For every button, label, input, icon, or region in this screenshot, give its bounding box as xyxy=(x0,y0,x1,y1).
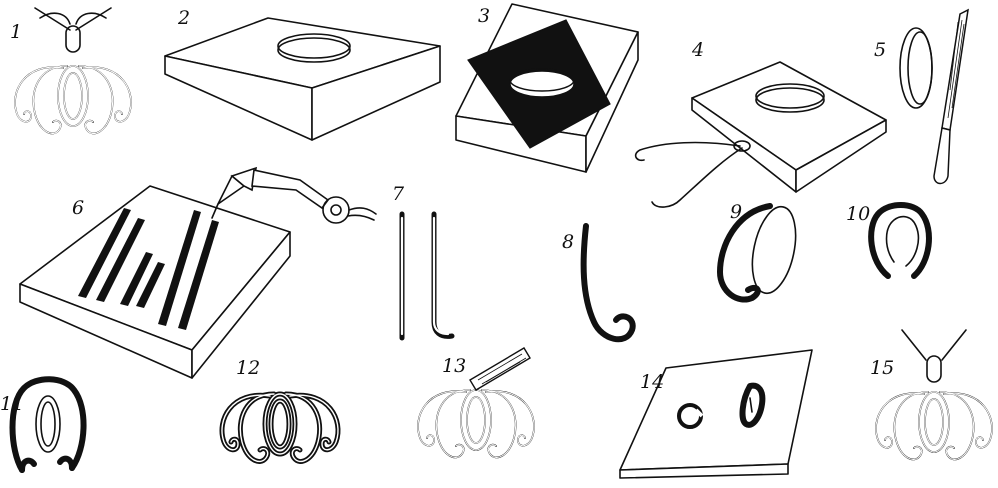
step-label: 12 xyxy=(236,357,260,379)
figure-12-assembled-pendant: 12 xyxy=(222,357,338,461)
step-label: 6 xyxy=(72,197,84,219)
step-label: 13 xyxy=(442,355,466,377)
figure-10-closed-coil: 10 xyxy=(846,202,932,279)
step-label: 4 xyxy=(691,39,704,61)
figure-7-wire-strips: 7 xyxy=(392,183,455,341)
figure-3-covered-plate: 3 xyxy=(455,3,639,173)
step-label: 15 xyxy=(870,357,894,379)
step-label: 1 xyxy=(10,21,22,43)
figure-15-finished-on-cord: 15 xyxy=(870,329,993,461)
step-label: 11 xyxy=(0,393,24,415)
figure-9-first-coil: 9 xyxy=(717,201,797,303)
step-label: 8 xyxy=(562,231,574,253)
step-label: 10 xyxy=(846,203,870,225)
figure-6-plate-torch: 6 xyxy=(19,166,377,379)
step-label: 9 xyxy=(730,201,742,223)
figure-14-plate-ring-link: 14 xyxy=(619,349,813,479)
figure-13-filing-pendant: 13 xyxy=(417,347,535,459)
step-label: 5 xyxy=(874,39,886,61)
figure-4-plate-compass: 4 xyxy=(634,39,887,208)
step-label: 14 xyxy=(640,371,664,393)
step-label: 3 xyxy=(478,5,490,27)
step-label: 2 xyxy=(177,7,190,29)
figure-5-ring-and-file: 5 xyxy=(874,8,969,185)
figure-11-inner-loops: 11 xyxy=(0,376,87,473)
figure-2-plate-with-ring: 2 xyxy=(164,7,441,141)
figure-1-finished-pendant: 1 xyxy=(10,7,132,135)
figure-8-bent-strip: 8 xyxy=(562,223,636,343)
step-label: 7 xyxy=(392,183,405,205)
